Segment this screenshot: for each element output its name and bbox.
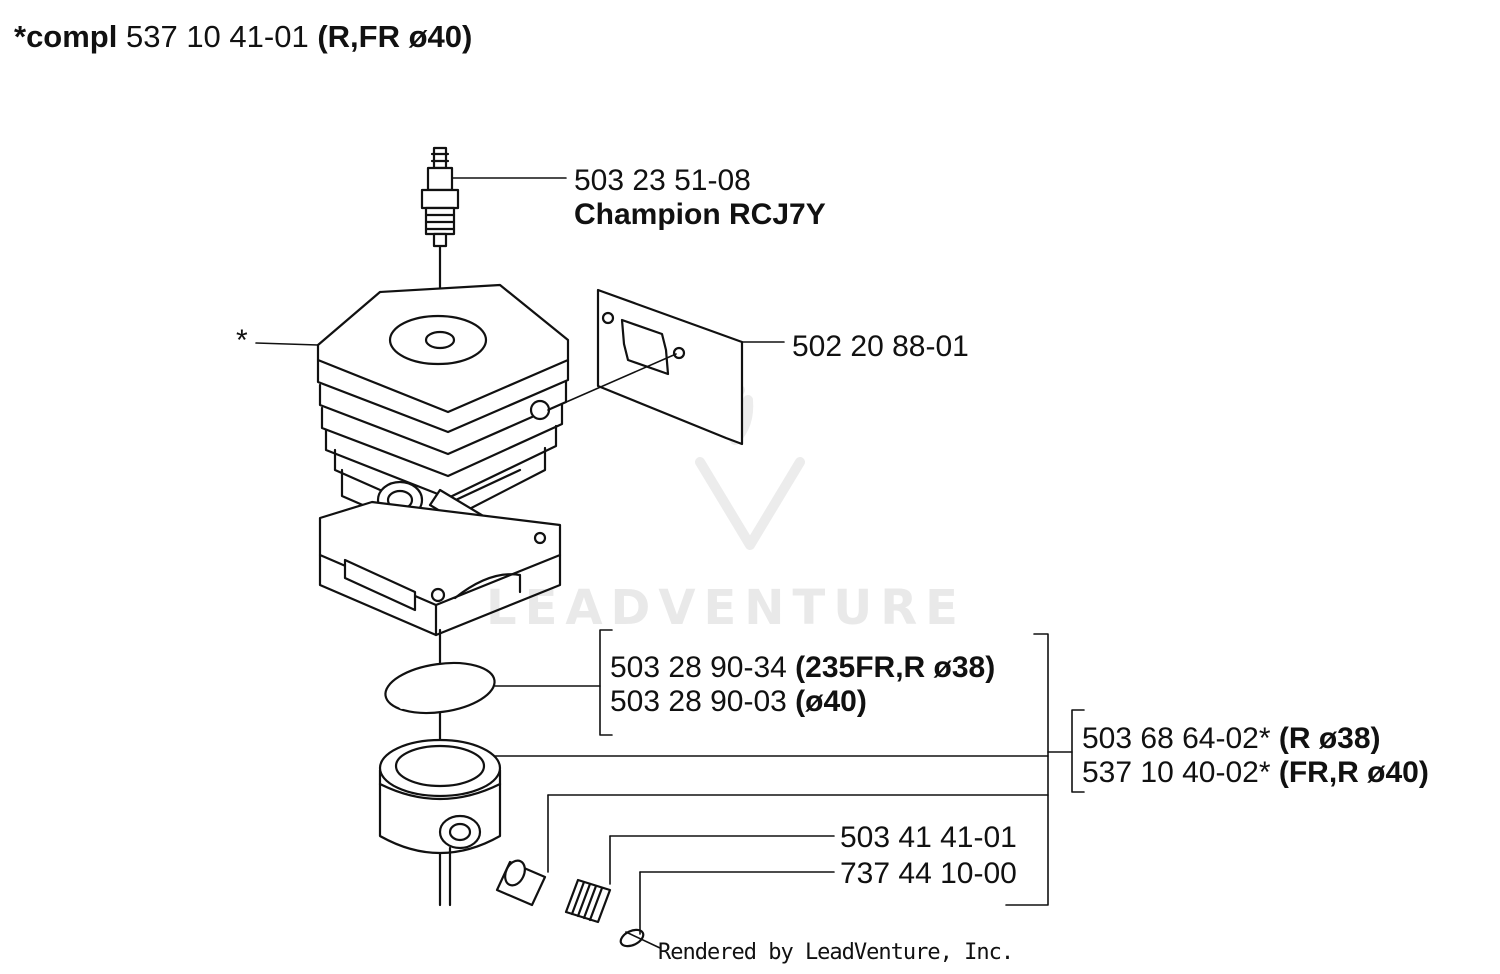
piston-assy-variant-2: (FR,R ø40): [1278, 756, 1429, 789]
pin-part-number: 503 41 41-01: [840, 821, 1017, 854]
spark-plug-icon: [420, 146, 460, 248]
leader-cylinder: [255, 342, 319, 346]
piston-icon: [378, 738, 502, 907]
bracket-piston-assy: [1005, 633, 1049, 906]
piston-assy-line-1: 503 68 64-02* (R ø38): [1082, 722, 1381, 756]
needle-bearing-icon: [564, 878, 612, 924]
title-variant: (R,FR ø40): [317, 19, 473, 54]
bracket-ring: [599, 629, 613, 736]
watermark-text: LEADVENTURE: [486, 580, 966, 636]
spark-plug-part-number: 503 23 51-08: [574, 164, 751, 197]
bracket-piston-assy-right: [1071, 709, 1085, 793]
title-prefix: *compl: [14, 19, 118, 54]
piston-assy-part-2: 537 10 40-02*: [1082, 756, 1271, 789]
piston-ring-line-2: 503 28 90-03 (ø40): [610, 685, 867, 719]
piston-ring-part-2: 503 28 90-03: [610, 685, 787, 718]
piston-assy-variant-1: (R ø38): [1278, 722, 1381, 755]
gasket-part-number: 502 20 88-01: [792, 330, 969, 363]
piston-ring-part-1: 503 28 90-34: [610, 651, 787, 684]
piston-ring-variant-2: (ø40): [795, 685, 867, 718]
render-credit: Rendered by LeadVenture, Inc.: [658, 940, 1014, 965]
title-part-number: 537 10 41-01: [125, 19, 309, 54]
bearing-part-number: 737 44 10-00: [840, 857, 1017, 890]
assembly-title: *compl 537 10 41-01 (R,FR ø40): [14, 20, 472, 54]
exhaust-gasket-icon: [596, 288, 744, 446]
leader-gasket-hole: [547, 353, 677, 411]
cylinder-icon: [316, 283, 570, 637]
piston-pin-icon: [495, 859, 547, 907]
piston-ring-line-1: 503 28 90-34 (235FR,R ø38): [610, 651, 995, 685]
leader-footer: [625, 931, 661, 949]
piston-ring-variant-1: (235FR,R ø38): [795, 651, 996, 684]
piston-assy-line-2: 537 10 40-02* (FR,R ø40): [1082, 756, 1429, 790]
piston-ring-icon: [384, 661, 496, 715]
circlip-icon: [619, 928, 645, 948]
piston-assy-part-1: 503 68 64-02*: [1082, 722, 1271, 755]
cylinder-marker: *: [236, 324, 248, 357]
spark-plug-name: Champion RCJ7Y: [574, 198, 826, 231]
